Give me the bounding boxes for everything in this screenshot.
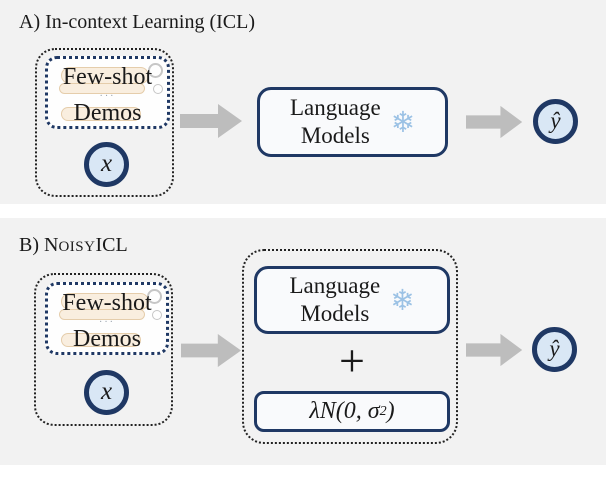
frozen-snowflake-icon: ❄ <box>390 104 415 139</box>
output-y-hat-label: ŷ <box>550 107 561 133</box>
output-y-hat-circle-a: ŷ <box>533 99 578 144</box>
language-model-box-a: Language Models ❄ <box>257 87 448 157</box>
section-a-title: A) In-context Learning (ICL) <box>19 11 256 33</box>
section-b-title-suffix: ICL <box>95 234 128 256</box>
input-x-label: x <box>100 377 113 405</box>
few-shot-demos-box-b: Few-shot ··· Demos <box>45 282 169 355</box>
output-y-hat-label: ŷ <box>549 335 560 361</box>
demo-highlight-pill <box>59 309 145 320</box>
language-model-line2: Models <box>300 301 370 326</box>
frozen-snowflake-icon: ❄ <box>390 282 415 317</box>
few-shot-demos-box-a: Few-shot ··· Demos <box>45 56 170 129</box>
demos-label-line2: Demos <box>73 100 142 126</box>
prompt-group-box-a: Few-shot ··· Demos x <box>35 48 174 197</box>
demo-bullet-circle-icon <box>152 310 162 320</box>
noise-formula-close: ) <box>386 398 395 424</box>
demos-label-line2: Demos <box>73 326 141 352</box>
demos-ellipsis: ··· <box>99 91 116 102</box>
demos-ellipsis: ··· <box>99 317 115 328</box>
demo-bullet-circle-icon <box>147 289 162 304</box>
language-model-box-b: Language Models ❄ <box>254 266 450 334</box>
demo-highlight-pill <box>61 107 141 121</box>
demo-highlight-pill <box>61 333 141 347</box>
demos-label-line1: Few-shot <box>62 64 153 90</box>
input-x-circle-a: x <box>84 142 129 187</box>
prompt-group-box-b: Few-shot ··· Demos x <box>34 273 173 426</box>
section-b-title-smallcaps: OISY <box>58 239 96 255</box>
noise-formula-main: λN(0, σ <box>309 398 380 424</box>
language-model-label: Language Models <box>290 94 381 150</box>
flow-arrow-icon <box>180 102 244 140</box>
input-x-circle-b: x <box>84 370 129 415</box>
flow-arrow-icon <box>466 332 524 368</box>
section-a-panel: A) In-context Learning (ICL) Few-shot ··… <box>0 0 606 204</box>
plus-operator: + <box>339 335 365 386</box>
language-model-label: Language Models <box>290 272 381 328</box>
language-model-line1: Language <box>290 94 381 120</box>
demo-highlight-pill <box>59 83 145 94</box>
demo-bullet-circle-icon <box>148 63 163 78</box>
output-y-hat-circle-b: ŷ <box>532 327 577 372</box>
flow-arrow-icon <box>181 332 243 369</box>
demos-label-line1: Few-shot <box>62 290 152 316</box>
demo-bullet-circle-icon <box>153 84 163 94</box>
language-model-line2: Models <box>300 123 370 148</box>
input-x-label: x <box>100 149 113 177</box>
language-model-line1: Language <box>289 272 381 298</box>
section-b-panel: B) NOISYICL Few-shot ··· Demos x <box>0 218 606 465</box>
section-b-title-prefix: B) N <box>19 234 59 256</box>
flow-arrow-icon <box>466 104 524 140</box>
section-b-title: B) NOISYICL <box>19 234 128 257</box>
